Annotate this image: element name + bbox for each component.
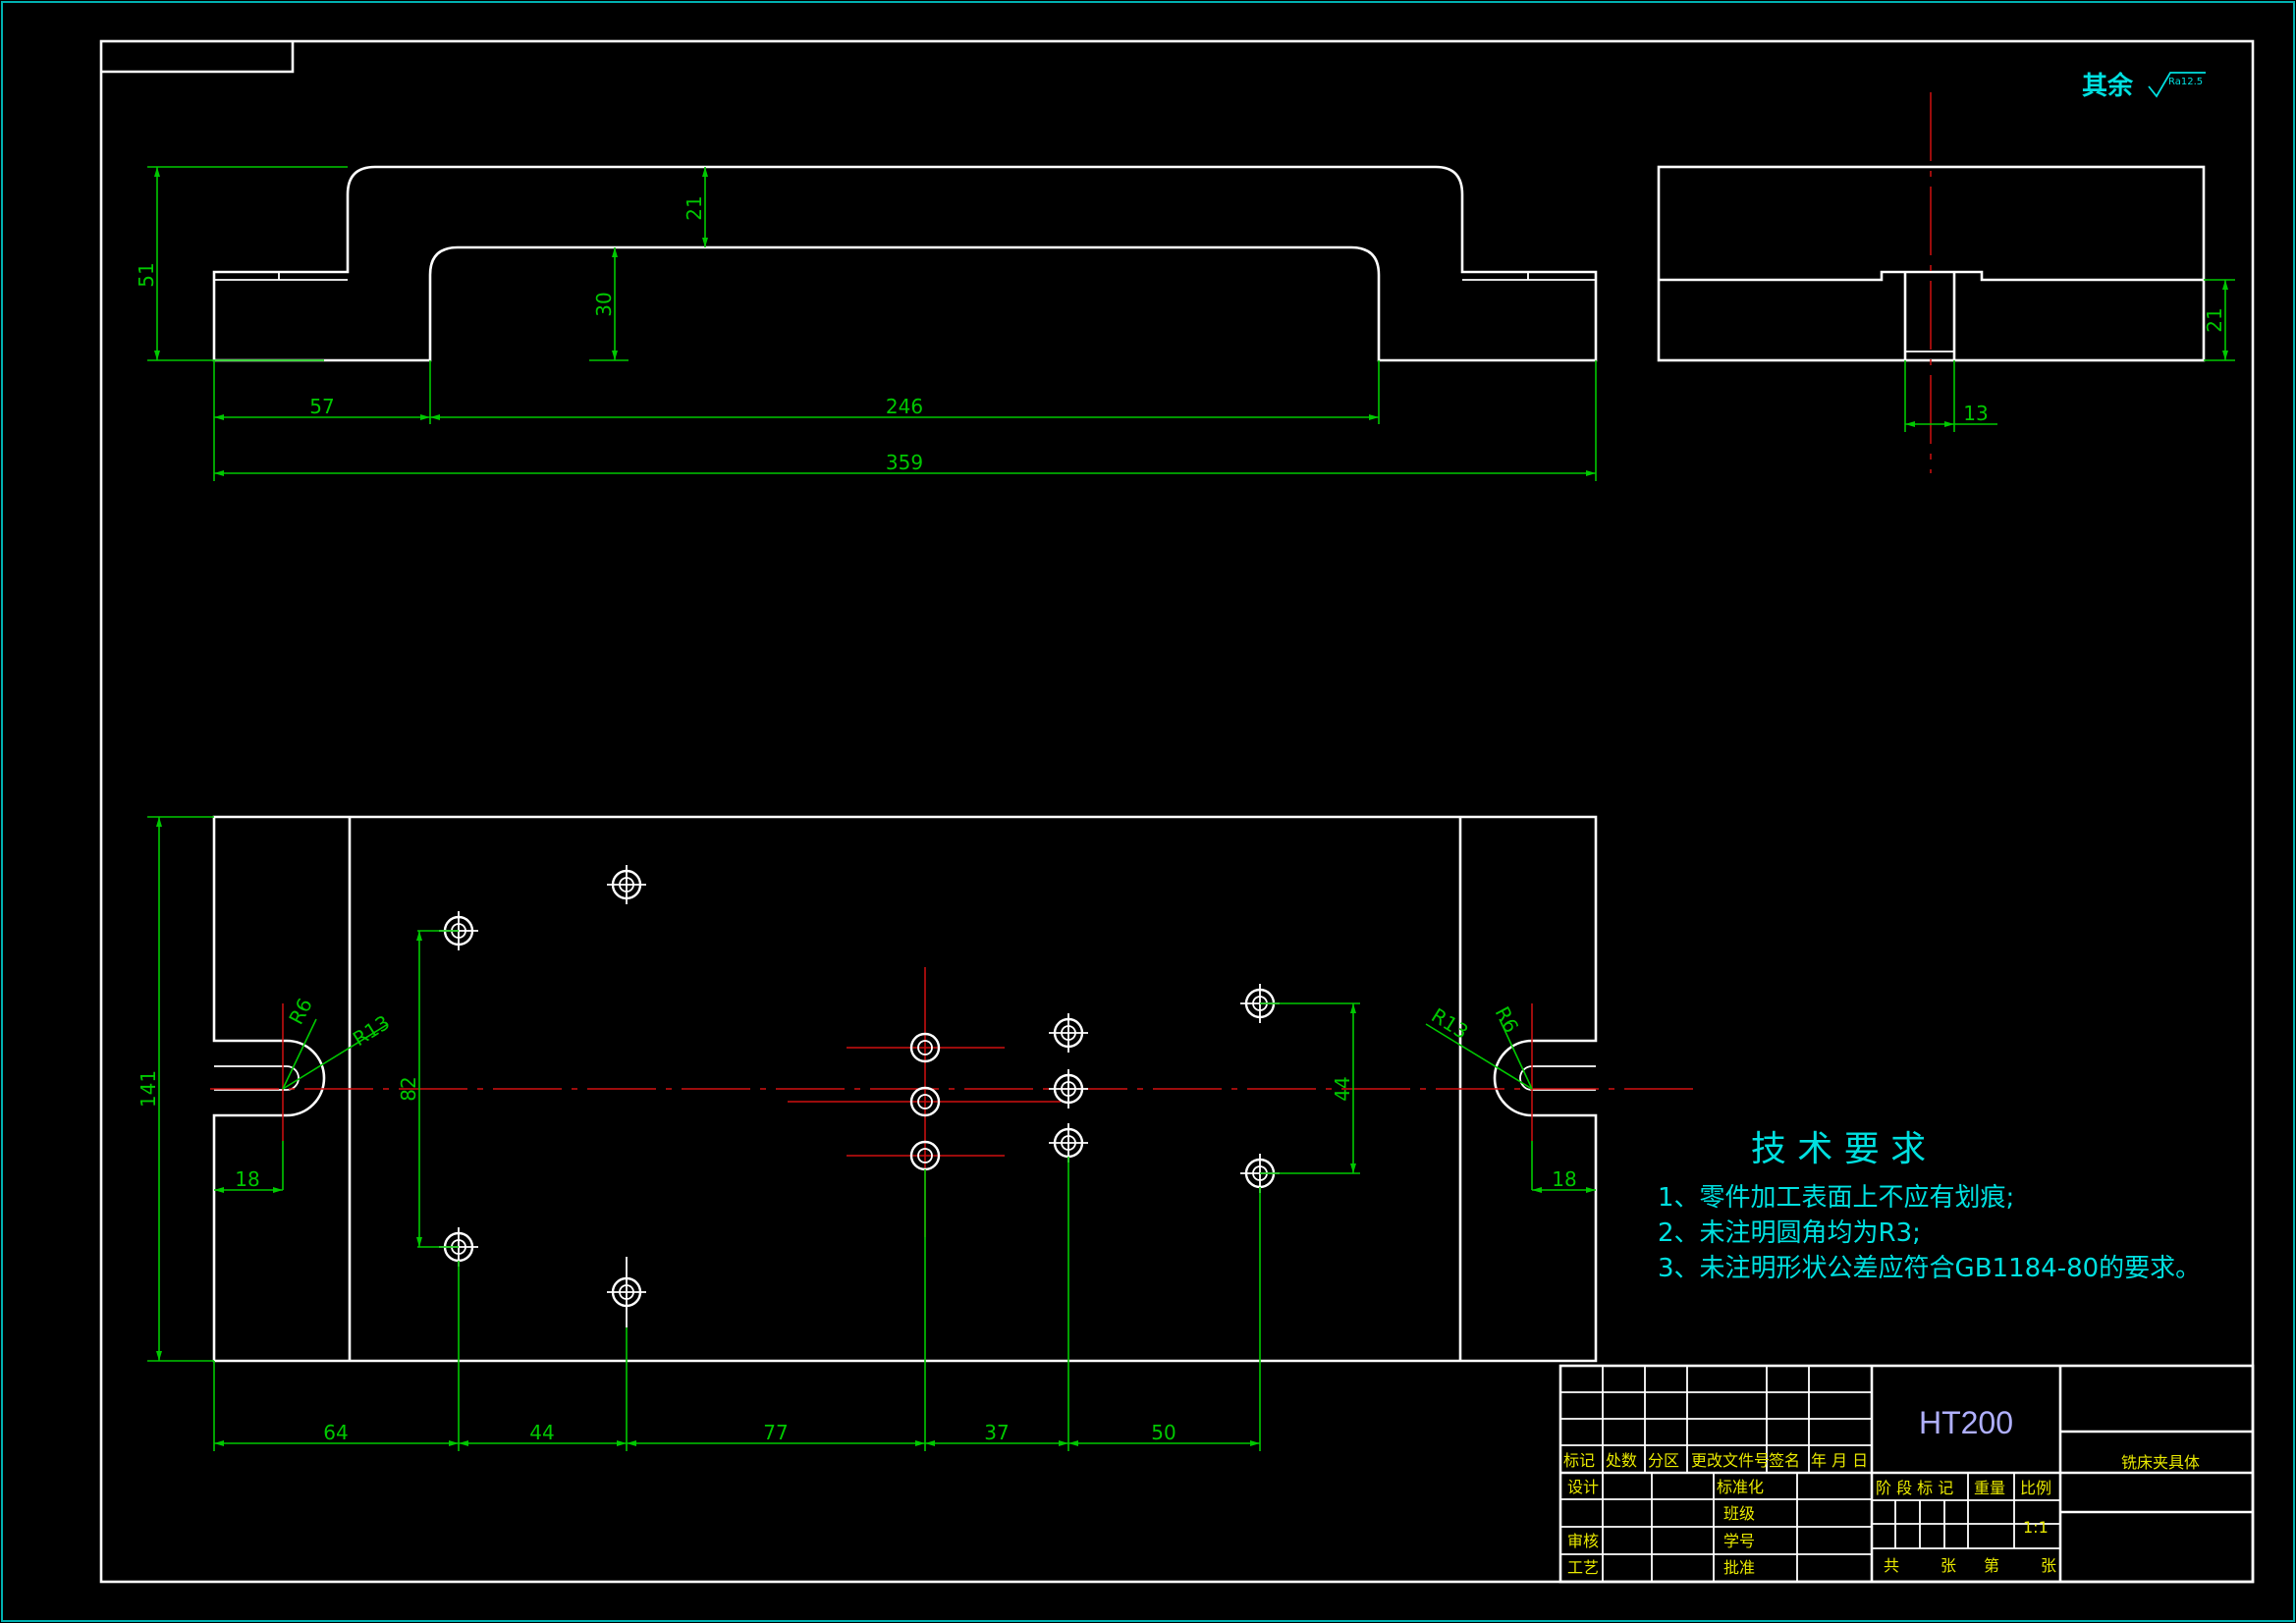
label-approve: 批准 <box>1723 1558 1755 1577</box>
label-scale: 比例 <box>2020 1479 2051 1497</box>
header-date: 年 月 日 <box>1811 1451 1868 1470</box>
hole <box>607 865 646 904</box>
side-view: 21 13 <box>1657 92 2235 473</box>
dim-50: 50 <box>1151 1421 1175 1444</box>
dim-21-front: 21 <box>683 195 706 220</box>
side-groove <box>1659 270 2204 282</box>
dim-51: 51 <box>135 262 158 287</box>
hole <box>607 1257 646 1327</box>
scale-value: 1:1 <box>2023 1518 2049 1537</box>
dim-64: 64 <box>323 1421 348 1444</box>
dim-77: 77 <box>763 1421 788 1444</box>
label-standardization: 标准化 <box>1717 1478 1764 1496</box>
roughness-value: Ra12.5 <box>2168 77 2203 87</box>
dim-30: 30 <box>592 292 616 316</box>
drawing-frame <box>99 39 2255 1584</box>
title-block: HT200 铣床夹具体 标记 处数 分区 更改文件号 签名 年 月 日 设计 标… <box>1558 1364 2255 1584</box>
tech-req-item: 3、未注明形状公差应符合GB1184-80的要求。 <box>1658 1254 2201 1283</box>
label-sheet-no: 第 <box>1984 1556 1999 1575</box>
label-process: 工艺 <box>1567 1558 1599 1577</box>
tech-req-item: 1、零件加工表面上不应有划痕; <box>1658 1183 2014 1213</box>
header-signature: 签名 <box>1769 1451 1800 1470</box>
header-zone: 分区 <box>1648 1451 1679 1470</box>
dim-57: 57 <box>309 395 334 418</box>
roughness-label: 其余 <box>2082 71 2134 101</box>
dim-246: 246 <box>886 395 923 418</box>
material: HT200 <box>1919 1405 2013 1440</box>
hole <box>909 1086 941 1117</box>
radius-r6-left: R6 <box>284 995 317 1029</box>
label-weight: 重量 <box>1974 1479 2005 1497</box>
label-student-id: 学号 <box>1723 1532 1755 1550</box>
radius-r13-right: R13 <box>1427 1003 1472 1044</box>
label-stage-mark: 阶 段 标 记 <box>1876 1479 1953 1497</box>
radius-r6-right: R6 <box>1491 1002 1524 1037</box>
dim-18-right: 18 <box>1552 1167 1576 1191</box>
dim-141: 141 <box>137 1070 160 1108</box>
dim-44-vertical: 44 <box>1331 1076 1354 1101</box>
header-count: 处数 <box>1606 1451 1637 1470</box>
dim-44-horizontal: 44 <box>529 1421 554 1444</box>
dim-82: 82 <box>397 1076 420 1101</box>
code-box <box>101 41 295 74</box>
roughness-note: 其余 Ra12.5 <box>2082 71 2206 101</box>
hole <box>909 1032 941 1063</box>
dim-18-left: 18 <box>235 1167 259 1191</box>
dim-21-side: 21 <box>2203 307 2226 332</box>
label-total: 共 <box>1884 1556 1899 1575</box>
label-design: 设计 <box>1567 1478 1599 1496</box>
dim-359: 359 <box>886 451 923 474</box>
plan-outline <box>212 815 1598 1363</box>
label-sheets: 张 <box>1941 1556 1956 1575</box>
part-name: 铣床夹具体 <box>2121 1453 2200 1472</box>
dim-13: 13 <box>1963 402 1988 425</box>
label-class: 班级 <box>1723 1504 1755 1523</box>
tech-req-title: 技 术 要 求 <box>1751 1129 1926 1169</box>
header-mark: 标记 <box>1563 1451 1595 1470</box>
front-outline <box>212 165 1598 362</box>
dim-37: 37 <box>984 1421 1009 1444</box>
tech-req-item: 2、未注明圆角均为R3; <box>1658 1218 1921 1248</box>
label-sheet-unit: 张 <box>2041 1556 2056 1575</box>
technical-requirements: 技 术 要 求 1、零件加工表面上不应有划痕; 2、未注明圆角均为R3; 3、未… <box>1658 1129 2201 1283</box>
front-view: 51 21 30 57 246 359 <box>135 165 1598 481</box>
hole <box>1049 1069 1088 1109</box>
roughness-symbol <box>2148 72 2206 98</box>
header-change-doc: 更改文件号 <box>1691 1451 1770 1470</box>
plan-view: 141 82 44 R6 R13 R6 R13 18 18 <box>137 815 1695 1451</box>
hole <box>1049 1013 1088 1053</box>
label-review: 审核 <box>1567 1532 1599 1550</box>
